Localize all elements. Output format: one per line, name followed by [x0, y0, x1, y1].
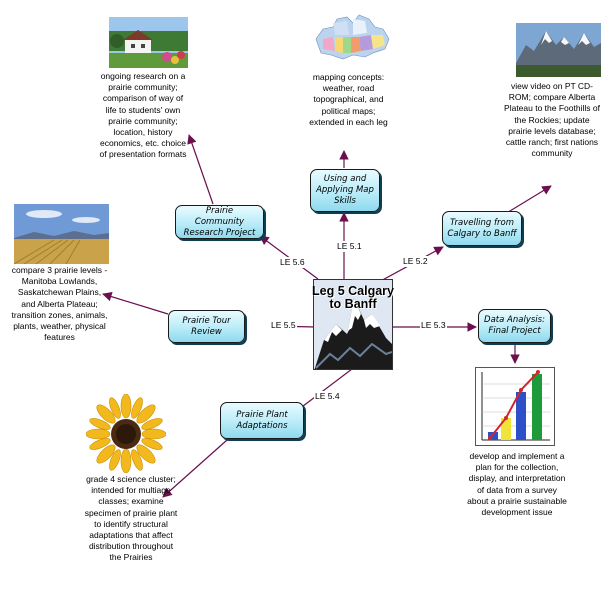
label-le56: LE 5.6 [279, 257, 306, 268]
desc-tour-review: compare 3 prairie levels - Manitoba Lowl… [11, 265, 108, 343]
farmhouse-photo [109, 17, 188, 68]
link-tour-desc [102, 291, 169, 315]
desc-map-skills: mapping concepts: weather, road topograp… [309, 72, 388, 127]
desc-travelling: view video on PT CD-ROM; compare Alberta… [504, 81, 600, 159]
node-plant-adaptations[interactable]: Prairie Plant Adaptations [220, 402, 304, 439]
canada-map [313, 9, 392, 69]
sunflower-photo [86, 394, 166, 473]
mountain-photo [516, 23, 601, 77]
label-le52: LE 5.2 [402, 256, 429, 267]
node-data-analysis[interactable]: Data Analysis: Final Project [478, 309, 551, 343]
desc-plant-adaptations: grade 4 science cluster; intended for mu… [84, 474, 178, 563]
center-title: Leg 5 Calgary to Banff [312, 284, 394, 311]
node-tour-review[interactable]: Prairie Tour Review [168, 310, 245, 343]
link-community-desc [187, 134, 214, 205]
label-le53: LE 5.3 [420, 320, 447, 331]
node-travelling[interactable]: Travelling from Calgary to Banff [442, 211, 522, 246]
desc-community-research: ongoing research on a prairie community;… [99, 71, 187, 160]
link-plant-desc [162, 431, 237, 498]
label-le51: LE 5.1 [336, 241, 363, 252]
desc-data-analysis: develop and implement a plan for the col… [467, 451, 567, 518]
node-community-research[interactable]: Prairie Community Research Project [175, 205, 264, 239]
label-le54: LE 5.4 [314, 391, 341, 402]
link-travel-desc [504, 185, 552, 215]
bar-chart-graphic [475, 367, 555, 446]
label-le55: LE 5.5 [270, 320, 297, 331]
node-map-skills[interactable]: Using and Applying Map Skills [310, 169, 380, 212]
wheat-field-photo [14, 204, 109, 264]
mountain-graphic [313, 279, 393, 370]
